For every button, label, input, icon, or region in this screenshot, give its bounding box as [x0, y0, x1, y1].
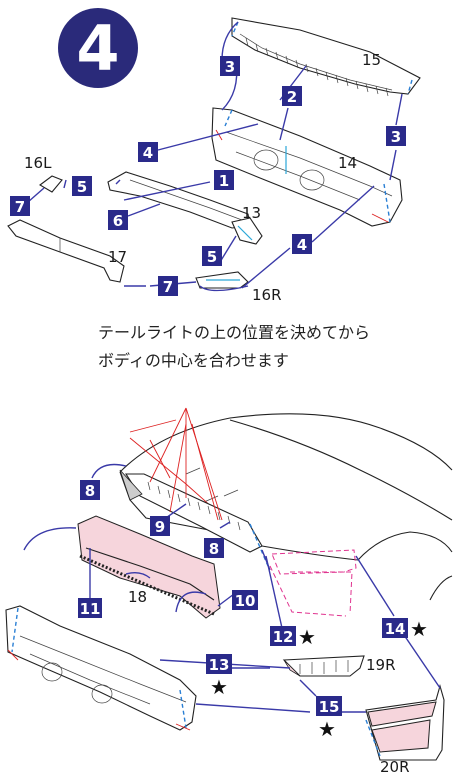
- step-badge-15: 15: [316, 696, 342, 716]
- svg-text:15: 15: [319, 698, 340, 716]
- fin-strip: [119, 469, 269, 567]
- step-badge-9: 9: [150, 516, 170, 536]
- svg-text:10: 10: [235, 592, 256, 610]
- svg-text:7: 7: [163, 278, 173, 296]
- svg-text:5: 5: [207, 248, 217, 266]
- step-badge-5a: 5: [72, 176, 92, 196]
- part-16R-piece: 16R: [195, 271, 282, 304]
- svg-text:3: 3: [225, 58, 235, 76]
- guide-lines-bottom: [23, 419, 441, 713]
- guide-lines-top: [27, 21, 403, 292]
- svg-text:3: 3: [391, 128, 401, 146]
- step-badge-4a: 4: [138, 142, 158, 162]
- svg-text:12: 12: [273, 628, 294, 646]
- instruction-line-1: テールライトの上の位置を決めてから: [98, 323, 370, 342]
- part-label-13: 13: [242, 204, 261, 222]
- svg-text:11: 11: [80, 600, 101, 618]
- svg-text:1: 1: [219, 172, 229, 190]
- part-label-16L: 16L: [24, 154, 52, 172]
- step-badge-6: 6: [108, 210, 128, 230]
- svg-text:8: 8: [209, 540, 219, 558]
- part-16L-piece: 16L: [24, 154, 63, 193]
- callout-convergence: [149, 407, 223, 521]
- step-badge-13: 13: [206, 654, 232, 674]
- step-badge-7b: 7: [158, 276, 178, 296]
- part-14-panel: 14: [211, 107, 403, 227]
- svg-text:6: 6: [113, 212, 123, 230]
- part-label-14: 14: [338, 154, 357, 172]
- part-15-panel: 15: [231, 17, 421, 97]
- bottom-assembly-view: 18: [5, 407, 453, 776]
- step-badge-12: 12: [270, 626, 296, 646]
- svg-text:14: 14: [385, 620, 406, 638]
- step-badge-8b: 8: [204, 538, 224, 558]
- step-badge-5b: 5: [202, 246, 222, 266]
- star-mark-14: ★: [410, 617, 428, 641]
- part-13-piece: 13: [231, 204, 263, 245]
- part-20R-piece: 20R: [365, 683, 445, 776]
- svg-text:4: 4: [297, 236, 307, 254]
- svg-text:9: 9: [155, 518, 165, 536]
- taillight-position-outline: [261, 549, 357, 617]
- step-badge-3b: 3: [386, 126, 406, 146]
- instruction-note: テールライトの上の位置を決めてから ボディの中心を合わせます: [98, 323, 370, 370]
- step-number-text: 4: [76, 12, 119, 85]
- step-badge-4b: 4: [292, 234, 312, 254]
- svg-text:4: 4: [143, 144, 153, 162]
- step-badge-14: 14: [382, 618, 408, 638]
- part-18-tail-panel: 18: [77, 515, 221, 619]
- part-17-strip: 17: [7, 219, 127, 283]
- svg-text:7: 7: [15, 198, 25, 216]
- part-label-17: 17: [108, 248, 127, 266]
- part-label-18: 18: [128, 588, 147, 606]
- part-label-15: 15: [362, 51, 381, 69]
- part-19R-piece: 19R: [282, 655, 396, 677]
- instruction-line-2: ボディの中心を合わせます: [98, 351, 289, 370]
- step-badge-3a: 3: [220, 56, 240, 76]
- step-badge-2: 2: [282, 86, 302, 106]
- step-badge-1: 1: [214, 170, 234, 190]
- step-badge-7a: 7: [10, 196, 30, 216]
- step-number-badge: 4: [58, 8, 138, 88]
- svg-text:5: 5: [77, 178, 87, 196]
- star-mark-12: ★: [298, 625, 316, 649]
- star-mark-15: ★: [318, 717, 336, 741]
- star-mark-13: ★: [210, 675, 228, 699]
- part-label-16R: 16R: [252, 286, 282, 304]
- step-badge-10: 10: [232, 590, 258, 610]
- part-label-19R: 19R: [366, 656, 396, 674]
- step-badge-11: 11: [78, 598, 102, 618]
- svg-text:8: 8: [85, 482, 95, 500]
- part-11-bumper: [5, 605, 197, 731]
- svg-text:2: 2: [287, 88, 297, 106]
- step-badge-8a: 8: [80, 480, 100, 500]
- svg-text:13: 13: [209, 656, 230, 674]
- part-label-20R: 20R: [380, 758, 410, 776]
- top-exploded-view: 15 14 16L 13: [7, 17, 421, 304]
